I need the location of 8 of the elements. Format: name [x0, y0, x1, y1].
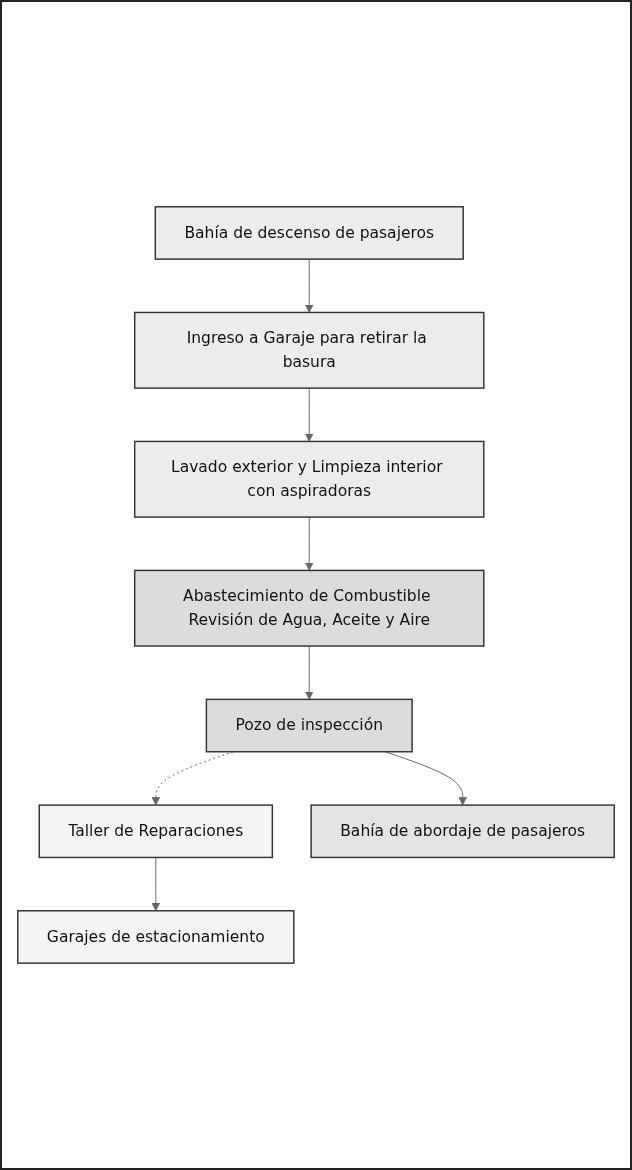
node-box: Bahía de descenso de pasajeros [154, 206, 464, 260]
node-box: Garajes de estacionamiento [17, 910, 295, 964]
node-box: Abastecimiento de Combustible Revisión de Agua, Aceite y Aire [133, 569, 485, 647]
node-box: Ingreso a Garaje para retirar la basura [133, 311, 485, 389]
node-box: Taller de Reparaciones [38, 804, 274, 859]
node-box: Bahía de abordaje de pasajeros [310, 804, 615, 859]
node-box: Pozo de inspección [205, 698, 413, 753]
node-box: Lavado exterior y Limpieza interior con aspiradoras [133, 440, 485, 518]
